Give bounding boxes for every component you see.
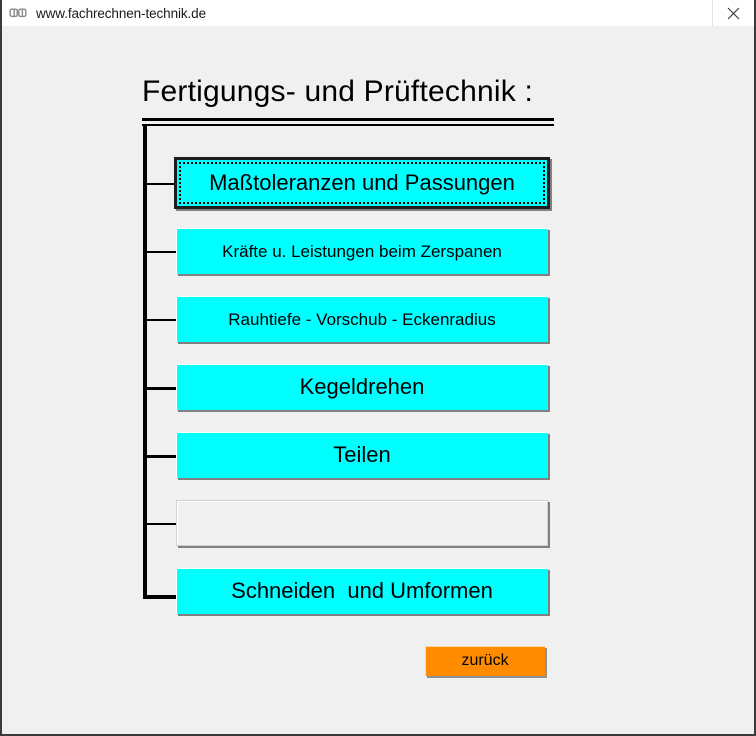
menu-button-label: Schneiden und Umformen <box>231 578 493 603</box>
tree-spine <box>143 124 147 599</box>
tree-connector-6 <box>143 523 177 525</box>
tree-connector-1 <box>143 183 177 185</box>
menu-button-rauhtiefe-vorschub-eckenradius[interactable]: Rauhtiefe - Vorschub - Eckenradius <box>176 296 548 342</box>
tree-connector-3 <box>143 319 177 321</box>
menu-button-kegeldrehen[interactable]: Kegeldrehen <box>176 364 548 410</box>
close-icon[interactable] <box>712 0 754 26</box>
window-title: www.fachrechnen-technik.de <box>36 5 206 21</box>
menu-button-label: Maßtoleranzen und Passungen <box>209 170 515 195</box>
heading-rule-upper <box>142 118 554 121</box>
menu-button-label: Rauhtiefe - Vorschub - Eckenradius <box>228 309 496 329</box>
page-title: Fertigungs- und Prüftechnik : <box>142 75 533 108</box>
back-button[interactable]: zurück <box>425 646 545 676</box>
menu-button-label: Kegeldrehen <box>299 374 425 399</box>
back-button-label: zurück <box>461 652 509 669</box>
tree-connector-7 <box>143 595 177 599</box>
heading-rule-lower <box>142 124 554 126</box>
menu-button-kraefte-u-leistungen-beim-zerspanen[interactable]: Kräfte u. Leistungen beim Zerspanen <box>176 228 548 274</box>
menu-button-masstoleranzen-und-passungen[interactable]: Maßtoleranzen und Passungen <box>174 157 550 209</box>
tree-connector-2 <box>143 251 177 253</box>
title-bar: www.fachrechnen-technik.de <box>2 0 754 27</box>
tree-connector-4 <box>143 387 177 390</box>
menu-button-label: Kräfte u. Leistungen beim Zerspanen <box>222 241 502 261</box>
chain-link-icon <box>9 4 27 22</box>
tree-connector-5 <box>143 455 177 458</box>
page-content: Fertigungs- und Prüftechnik : Maßtoleran… <box>2 26 754 732</box>
menu-button-label: Teilen <box>333 442 391 467</box>
menu-button-empty[interactable] <box>176 500 548 546</box>
menu-button-schneiden-und-umformen[interactable]: Schneiden und Umformen <box>176 568 548 614</box>
menu-button-teilen[interactable]: Teilen <box>176 432 548 478</box>
